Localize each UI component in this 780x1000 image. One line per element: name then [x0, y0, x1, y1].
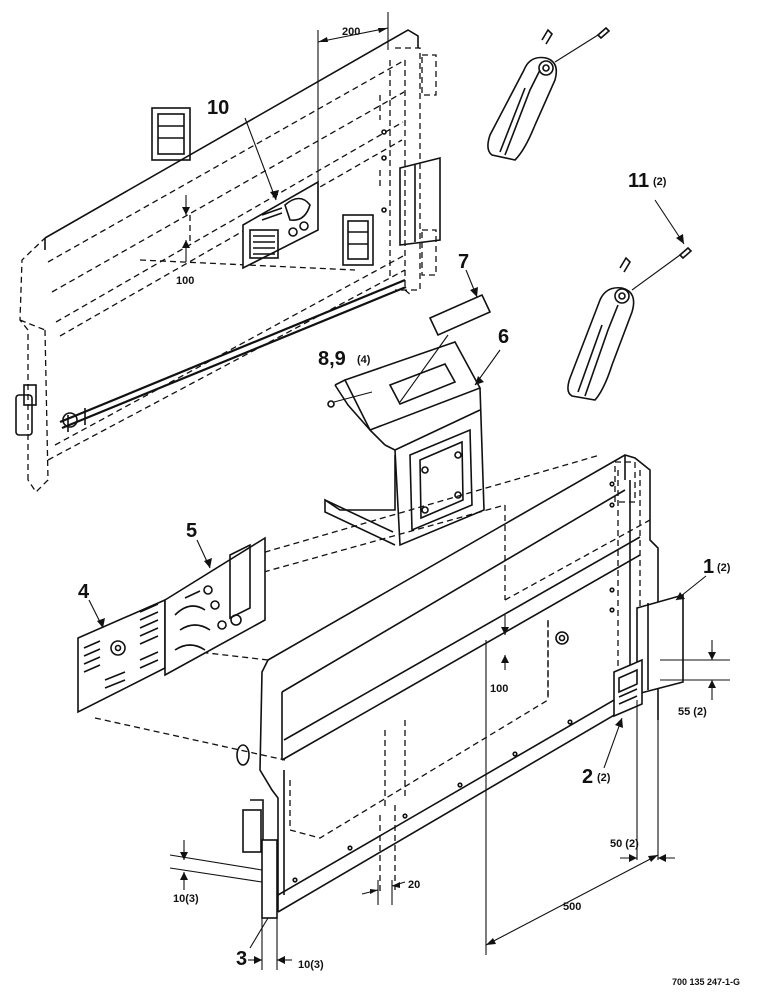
dim-10-left: 10(3): [173, 893, 199, 905]
dimension-labels: 200 100 100 55 (2) 50 (2) 500 20 10(3) 1…: [173, 26, 707, 971]
cover-bracket-6: [324, 341, 485, 547]
callout-labels: 10 11 (2) 7 6 8,9 (4) 5 4 1 (2) 2 (2) 3: [78, 97, 731, 970]
dim-55: 55 (2): [678, 706, 707, 718]
dim-20: 20: [408, 879, 420, 891]
callout-8-9-qty: (4): [357, 354, 371, 366]
callout-10: 10: [207, 97, 229, 119]
callout-8-9: 8,9: [318, 348, 346, 370]
callout-6: 6: [498, 326, 509, 348]
decal-10: [242, 180, 319, 270]
callout-2-qty: (2): [597, 772, 611, 784]
callout-7: 7: [458, 251, 469, 273]
leader-lines: [88, 117, 707, 949]
figure-code: 700 135 247-1-G: [672, 977, 740, 987]
callout-1: 1: [703, 556, 714, 578]
decal-5: [164, 536, 266, 677]
arm-upper: [487, 26, 611, 161]
callout-5: 5: [186, 520, 197, 542]
decal-4: [77, 598, 166, 714]
decal-1: [636, 593, 684, 696]
dim-100-top: 100: [176, 275, 194, 287]
callout-2: 2: [582, 766, 593, 788]
callout-3: 3: [236, 948, 247, 970]
callout-11: 11: [628, 170, 649, 192]
dim-50: 50 (2): [610, 838, 639, 850]
dim-10-bottom: 10(3): [298, 959, 324, 971]
callout-1-qty: (2): [717, 562, 731, 574]
decal-2: [613, 658, 643, 718]
callout-11-qty: (2): [653, 176, 667, 188]
decal-7: [399, 293, 492, 403]
decal-3: [261, 839, 278, 919]
dim-100-bottom: 100: [490, 683, 508, 695]
dim-500: 500: [563, 901, 581, 913]
screw-8-9: [327, 391, 373, 408]
upper-frame-panel: [15, 29, 441, 494]
dimension-lines: [169, 12, 730, 970]
arm-lower: [567, 246, 693, 401]
callout-4: 4: [78, 581, 90, 603]
dim-200: 200: [342, 26, 360, 38]
